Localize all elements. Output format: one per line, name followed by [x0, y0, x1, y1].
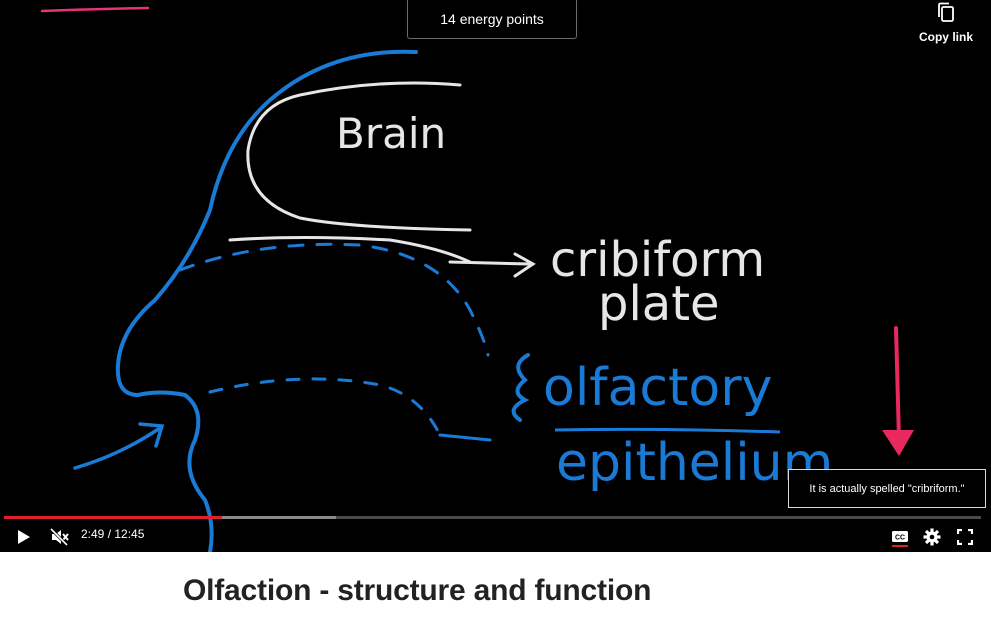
video-player[interactable]: Brain cribiform plate olfactory epitheli…: [0, 0, 991, 552]
settings-icon: [923, 528, 941, 546]
whiteboard-drawing: Brain cribiform plate olfactory epitheli…: [40, 6, 914, 552]
cribriform-line: [228, 236, 472, 264]
settings-button[interactable]: [921, 526, 943, 548]
captions-button[interactable]: CC: [889, 526, 911, 548]
curly-bracket: [511, 353, 530, 422]
pink-stroke: [40, 6, 150, 13]
copy-icon: [938, 2, 954, 22]
video-title: Olfaction - structure and function: [183, 574, 652, 607]
energy-points-badge: 14 energy points: [407, 0, 577, 39]
lower-dashed-curve: [208, 377, 442, 437]
copy-link-label: Copy link: [918, 30, 973, 44]
play-icon: [18, 530, 30, 544]
brain-outline: [246, 81, 472, 232]
upper-dashed-curve: [178, 242, 490, 357]
copy-link-button[interactable]: Copy link: [914, 2, 978, 46]
cribriform-arrow: [448, 252, 536, 278]
mute-button[interactable]: [49, 526, 71, 548]
olfactory-label: olfactory: [543, 358, 772, 418]
play-button[interactable]: [13, 526, 35, 548]
annotation-arrow: [894, 326, 901, 442]
fullscreen-button[interactable]: [954, 526, 976, 548]
olfactory-underline: [554, 427, 781, 434]
captions-icon: CC: [892, 531, 908, 547]
correction-tooltip: It is actually spelled "cribriform.": [788, 469, 986, 508]
bracket-connector: [438, 433, 492, 442]
progress-bar[interactable]: [4, 516, 981, 519]
player-controls: 2:49 / 12:45 CC: [0, 522, 991, 550]
plate-label: plate: [598, 276, 720, 332]
mute-icon: [50, 528, 69, 546]
cribriform-label: cribiform: [550, 232, 765, 288]
fullscreen-icon: [957, 529, 973, 545]
brain-label: Brain: [336, 109, 446, 158]
progress-played: [4, 516, 222, 519]
epithelium-label: epithelium: [556, 433, 833, 493]
face-outline: [115, 49, 418, 552]
time-display: 2:49 / 12:45: [81, 527, 145, 541]
annotation-arrowhead: [882, 430, 914, 456]
airflow-arrow: [73, 422, 165, 470]
svg-text:CC: CC: [895, 535, 905, 542]
